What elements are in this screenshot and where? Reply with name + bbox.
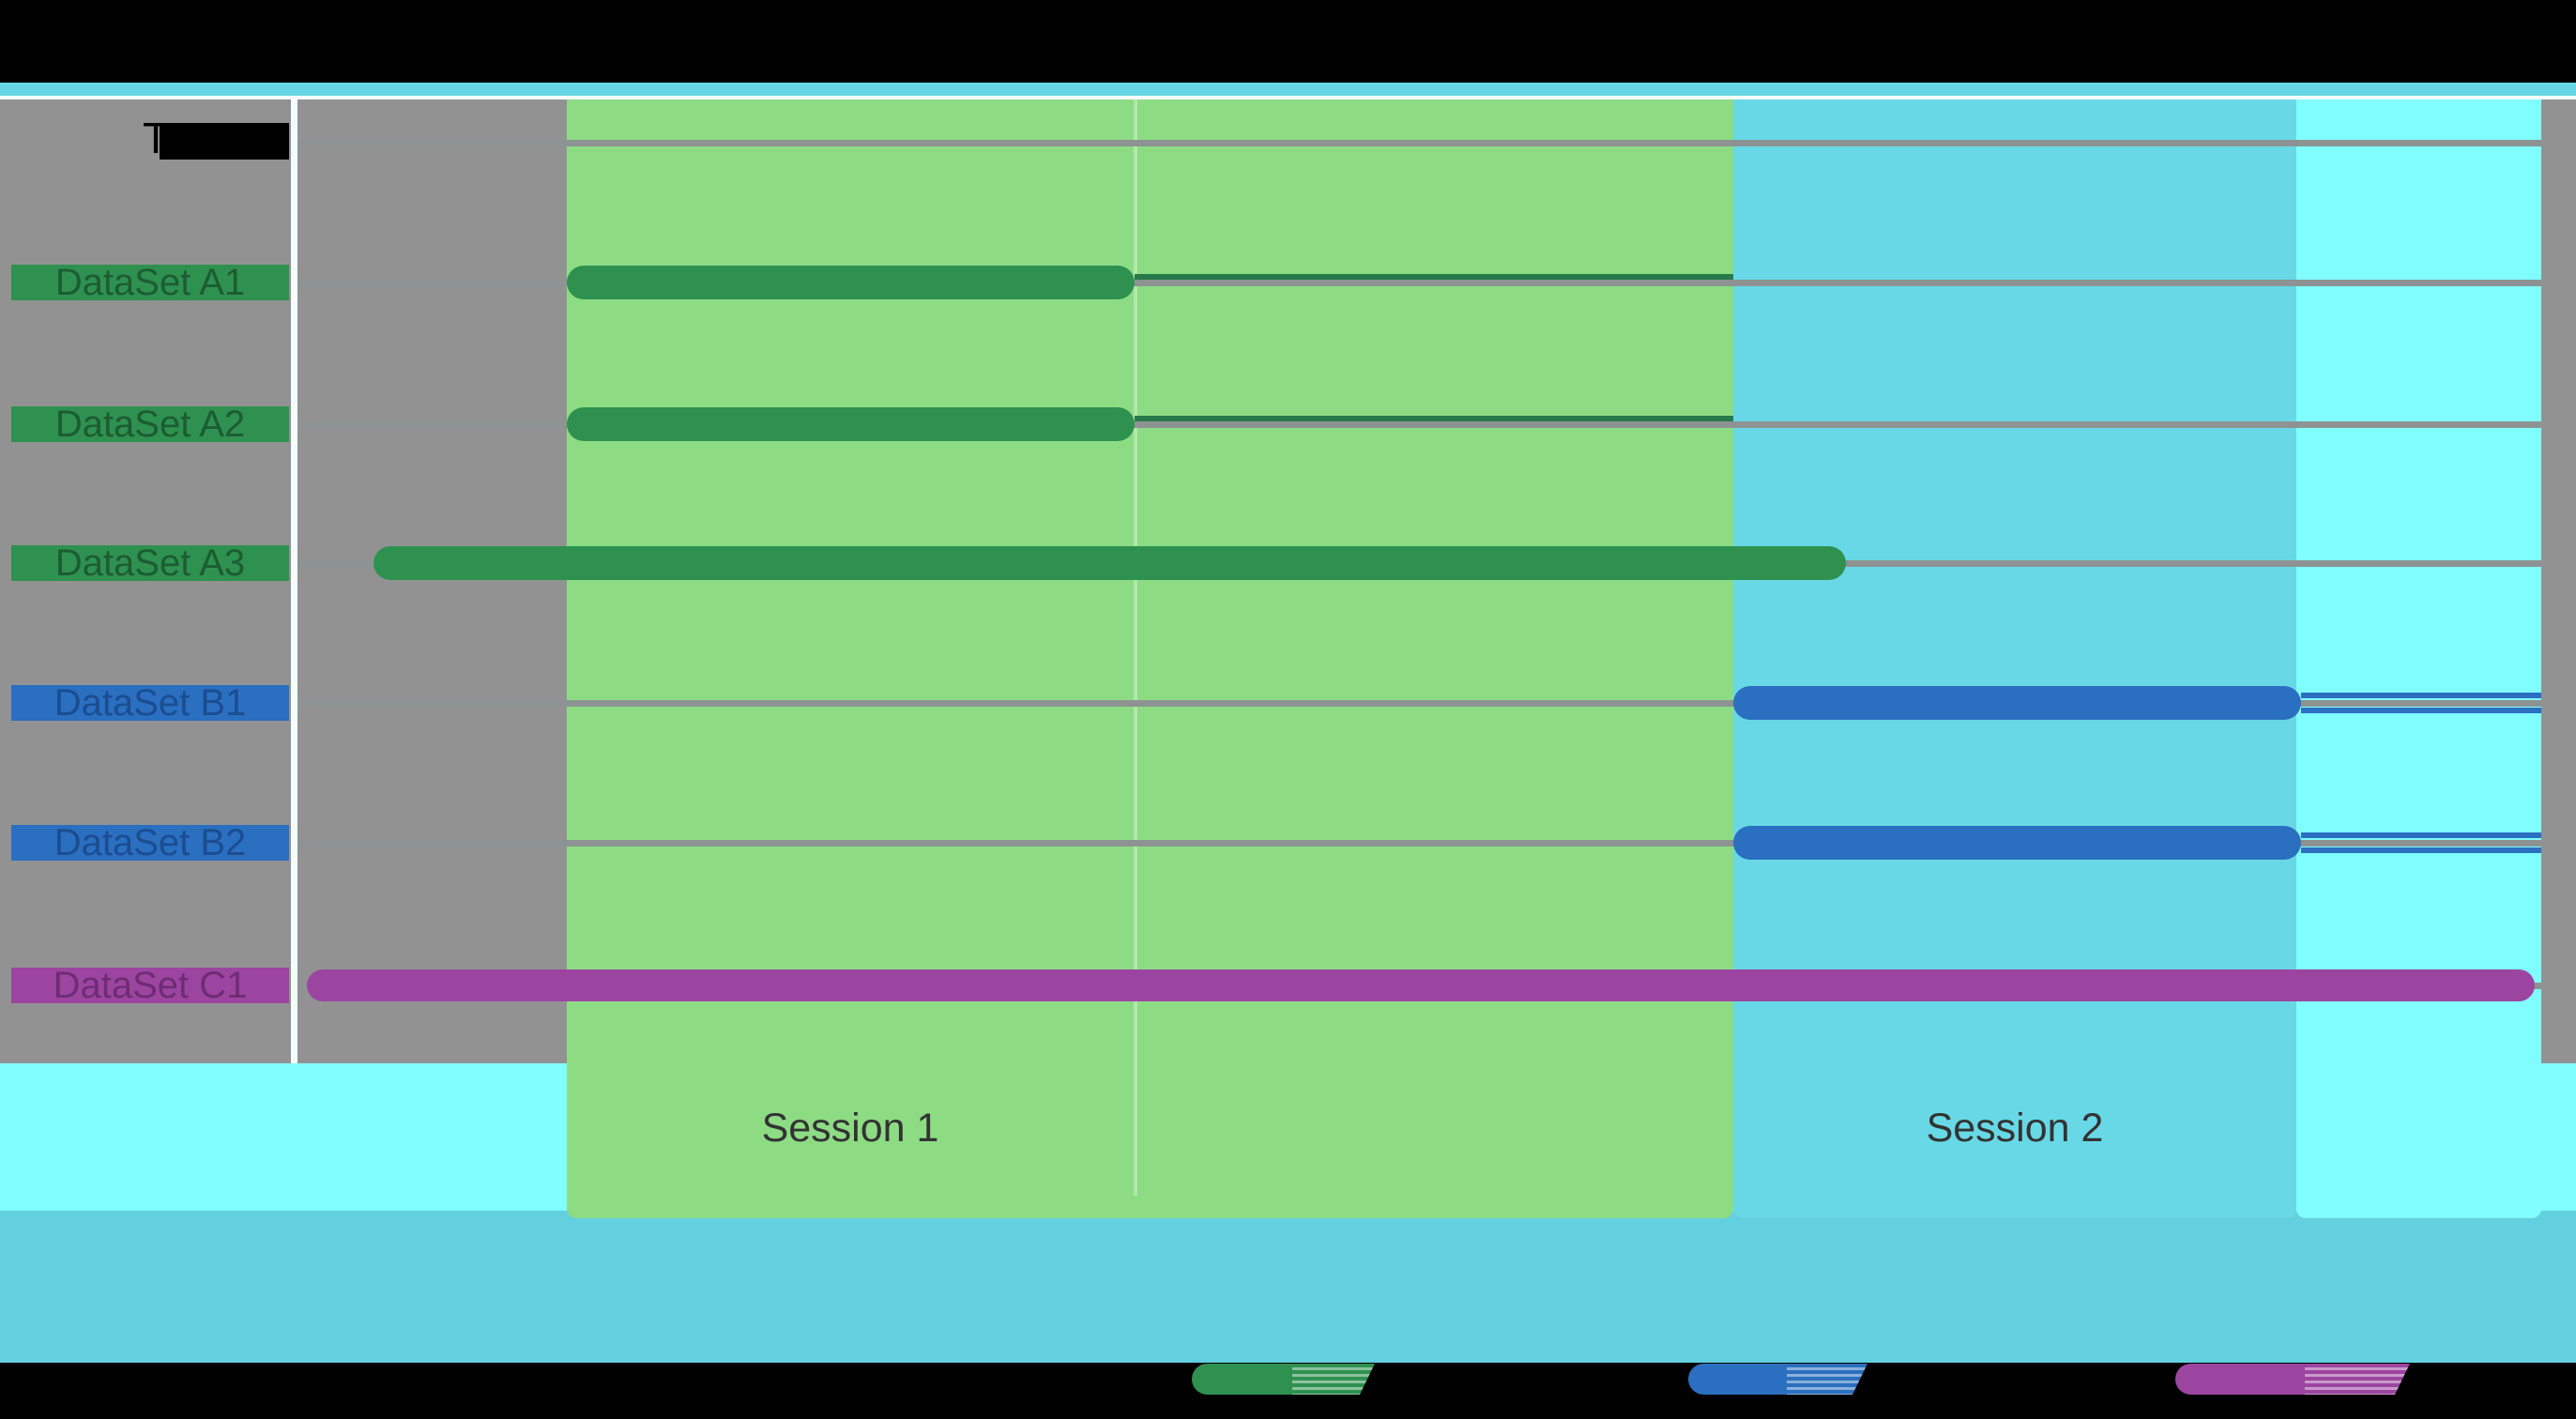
session-1-label: Session 1 — [761, 1106, 939, 1151]
row-label-dataset-b1: DataSet B1 — [11, 685, 289, 721]
y-axis-label-column — [0, 99, 291, 1063]
row-1-trail-line — [1134, 274, 1734, 280]
row-label-dataset-b2: DataSet B2 — [11, 825, 289, 861]
legend-swatch-streaks — [1292, 1364, 1375, 1395]
row-label-dataset-c1: DataSet C1 — [11, 968, 289, 1003]
gantt-bar-dataset-b1[interactable] — [1733, 686, 2302, 720]
row-label-dataset-a2: DataSet A2 — [11, 406, 289, 442]
row-2-trail-line — [1134, 416, 1734, 421]
row-4-trail-line-0 — [2301, 693, 2541, 698]
vertical-gridline — [1134, 99, 1137, 1196]
row-5-trail-line-1 — [2301, 847, 2541, 853]
axis-separator-line — [291, 97, 297, 1063]
h-gridline-4 — [297, 700, 2541, 707]
title-redaction-box — [160, 123, 289, 160]
gantt-bar-dataset-a1[interactable] — [566, 266, 1135, 299]
h-gridline-1 — [297, 280, 2541, 286]
gantt-bar-dataset-b2[interactable] — [1733, 826, 2302, 860]
row-5-trail-line-0 — [2301, 832, 2541, 838]
legend-swatch-streaks — [2305, 1364, 2411, 1395]
gantt-bar-dataset-a2[interactable] — [566, 407, 1135, 441]
h-gridline-2 — [297, 421, 2541, 428]
top-cyan-stripe — [0, 83, 2576, 96]
row-label-dataset-a3: DataSet A3 — [11, 545, 289, 581]
top-margin-band — [0, 0, 2576, 83]
legend-swatch-streaks — [1787, 1364, 1867, 1395]
h-gridline-0 — [297, 140, 2541, 146]
gantt-bar-dataset-c1[interactable] — [306, 969, 2535, 1001]
session-band-2 — [1733, 99, 2297, 1218]
session-band-3 — [2296, 99, 2541, 1218]
session-2-label: Session 2 — [1926, 1106, 2104, 1151]
series-a-swatch[interactable] — [1192, 1364, 1375, 1395]
series-c-swatch[interactable] — [2175, 1364, 2410, 1395]
gantt-bar-dataset-a3[interactable] — [373, 546, 1846, 580]
row-4-trail-line-1 — [2301, 708, 2541, 713]
series-b-swatch[interactable] — [1688, 1364, 1867, 1395]
h-gridline-5 — [297, 840, 2541, 847]
bottom-cyan-band — [0, 1211, 2576, 1363]
top-white-rule — [0, 96, 2576, 99]
row-label-dataset-a1: DataSet A1 — [11, 265, 289, 300]
